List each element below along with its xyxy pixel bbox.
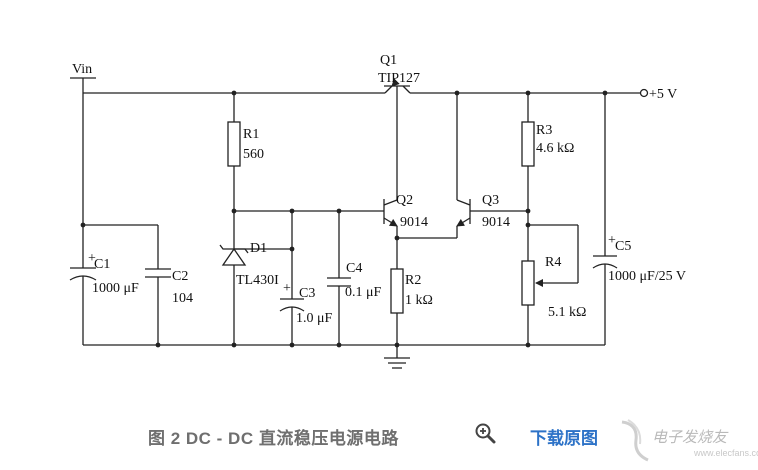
c5-value: 1000 μF/25 V — [608, 269, 686, 284]
c1-value: 1000 μF — [92, 281, 139, 296]
r3-ref: R3 — [536, 123, 552, 138]
q2-ref: Q2 — [396, 193, 413, 208]
circuit-schematic: Vin +5 V Q1 TIP127 + C1 1000 μF — [69, 53, 686, 369]
c2-capacitor: C2 104 — [145, 225, 193, 345]
output-terminal: +5 V — [639, 87, 677, 102]
d1-value: TL430I — [236, 273, 279, 288]
r4-potentiometer: R4 5.1 kΩ — [521, 222, 586, 345]
q3-ref: Q3 — [482, 193, 499, 208]
output-label: +5 V — [649, 87, 677, 102]
r2-ref: R2 — [405, 273, 421, 288]
q2-value: 9014 — [400, 215, 428, 230]
c5-polarity: + — [608, 233, 616, 248]
c4-value: 0.1 μF — [345, 285, 382, 300]
c1-polarity: + — [88, 251, 96, 266]
r2-value: 1 kΩ — [405, 293, 433, 308]
c2-value: 104 — [172, 291, 193, 306]
top-rail — [83, 90, 640, 96]
r1-value: 560 — [243, 147, 264, 162]
bottom-rail — [83, 342, 605, 348]
c4-capacitor: C4 0.1 μF — [327, 211, 382, 345]
q2-transistor: Q2 9014 — [383, 193, 428, 269]
magnifier-plus-icon[interactable] — [474, 422, 496, 444]
ground-icon — [384, 345, 410, 369]
r1-resistor: R1 560 — [227, 93, 264, 211]
c3-polarity: + — [283, 281, 291, 296]
q1-ref: Q1 — [380, 53, 397, 68]
vin-terminal: Vin — [70, 62, 96, 93]
c1-ref: C1 — [94, 257, 110, 272]
c2-ref: C2 — [172, 269, 188, 284]
c1-capacitor: + C1 1000 μF — [69, 93, 139, 345]
c3-ref: C3 — [299, 286, 315, 301]
q3-value: 9014 — [482, 215, 510, 230]
site-watermark: 电子发烧友 www.elecfans.com — [612, 412, 758, 468]
vin-label: Vin — [72, 62, 92, 77]
c4-ref: C4 — [346, 261, 362, 276]
r2-resistor: R2 1 kΩ — [390, 268, 433, 345]
figure-caption: 图 2 DC - DC 直流稳压电源电路 下载原图 — [0, 420, 758, 450]
r3-resistor: R3 4.6 kΩ — [521, 93, 574, 261]
c3-capacitor: + C3 1.0 μF — [279, 211, 333, 345]
q3-transistor: Q3 9014 — [397, 93, 531, 239]
caption-text: 图 2 DC - DC 直流稳压电源电路 — [148, 429, 399, 448]
q2-base-node — [231, 208, 384, 214]
d1-ref: D1 — [250, 241, 267, 256]
c5-ref: C5 — [615, 239, 631, 254]
r4-value: 5.1 kΩ — [548, 305, 586, 320]
r1-ref: R1 — [243, 127, 259, 142]
r4-ref: R4 — [545, 255, 561, 270]
watermark-text: 电子发烧友 — [652, 429, 728, 446]
c5-capacitor: + C5 1000 μF/25 V — [592, 93, 686, 345]
q1-value: TIP127 — [378, 71, 420, 86]
download-original-link[interactable]: 下载原图 — [530, 429, 598, 448]
q1-transistor: Q1 TIP127 — [378, 53, 420, 106]
watermark-logo-icon — [621, 419, 649, 462]
c3-value: 1.0 μF — [296, 311, 333, 326]
r3-value: 4.6 kΩ — [536, 141, 574, 156]
d1-regulator: D1 TL430I — [219, 211, 295, 345]
watermark-url: www.elecfans.com — [694, 448, 758, 458]
